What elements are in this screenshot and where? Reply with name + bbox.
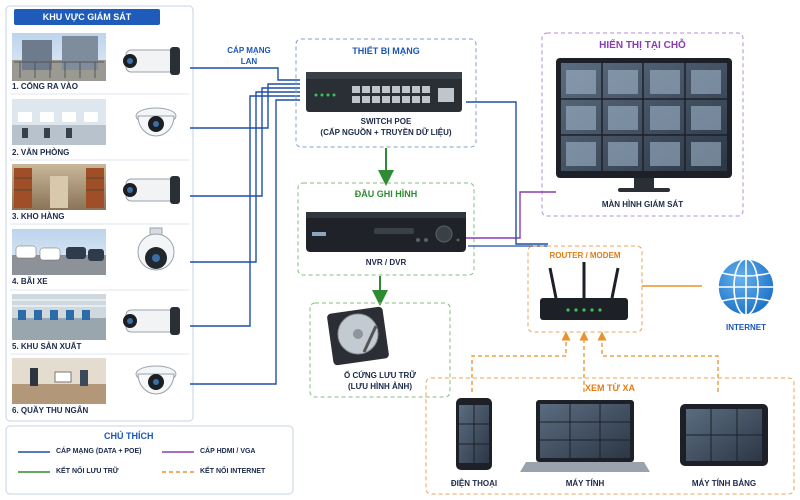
monitoring-zone-title: KHU VỰC GIÁM SÁT xyxy=(14,9,160,25)
hard-drive-icon xyxy=(327,306,389,366)
ptz-camera-icon xyxy=(137,227,175,271)
monitor-icon xyxy=(556,58,732,192)
legend-item-network: CÁP MẠNG (DATA + POE) xyxy=(56,448,142,455)
camera-row-6 xyxy=(12,358,177,404)
network-cables xyxy=(190,67,300,385)
cable-label: CÁP MẠNG LAN xyxy=(227,46,271,66)
legend-item-hdmi: CÁP HDMI / VGA xyxy=(200,448,256,455)
storage-box xyxy=(309,302,451,398)
tablet-icon xyxy=(680,404,768,466)
bullet-camera-icon xyxy=(123,176,180,204)
phone-label: ĐIỆN THOẠI xyxy=(450,479,498,488)
tablet-label: MÁY TÍNH BẢNG xyxy=(691,479,757,488)
poe-switch xyxy=(306,72,462,112)
camera-row-4 xyxy=(12,227,175,275)
legend-item-storage: KẾT NỐI LƯU TRỮ xyxy=(56,468,119,475)
legend-title: CHÚ THÍCH xyxy=(104,431,154,441)
smartphone-icon xyxy=(456,398,492,470)
nvr-label: NVR / DVR xyxy=(365,258,407,267)
dome-camera-icon xyxy=(135,365,177,395)
laptop-icon xyxy=(520,400,650,472)
camera-label-3: 3. KHO HÀNG xyxy=(12,212,65,221)
laptop-label: MÁY TÍNH xyxy=(565,479,605,488)
camera-label-6: 6. QUẦY THU NGÂN xyxy=(12,406,89,415)
network-device-box xyxy=(295,38,477,148)
dome-camera-icon xyxy=(135,107,177,137)
nvr-device xyxy=(306,212,466,252)
bullet-camera-icon xyxy=(123,47,180,75)
camera-row-5 xyxy=(12,294,180,340)
camera-row-2 xyxy=(12,99,177,145)
internet-label: INTERNET xyxy=(726,323,766,332)
bullet-camera-icon xyxy=(123,307,180,335)
remote-view-title: XEM TỪ XA xyxy=(585,383,635,393)
camera-label-1: 1. CỔNG RA VÀO xyxy=(12,82,78,91)
camera-label-4: 4. BÃI XE xyxy=(12,277,48,286)
remote-links xyxy=(471,331,719,392)
network-device-title: THIẾT BỊ MẠNG xyxy=(352,46,420,56)
camera-row-3 xyxy=(12,164,180,210)
camera-label-2: 2. VĂN PHÒNG xyxy=(12,148,70,157)
switch-label: SWITCH POE (CẤP NGUỒN + TRUYỀN DỮ LIỆU) xyxy=(320,117,452,137)
switch-router-cable xyxy=(466,101,548,245)
globe-icon xyxy=(717,258,775,316)
hdmi-cable xyxy=(466,191,556,239)
router-icon xyxy=(540,262,628,320)
monitor-label: MÀN HÌNH GIÁM SÁT xyxy=(601,200,684,209)
remote-view-box xyxy=(425,377,795,495)
storage-label: Ổ CỨNG LƯU TRỮ (LƯU HÌNH ẢNH) xyxy=(344,371,416,391)
recorder-box xyxy=(297,182,475,276)
camera-row-1 xyxy=(12,33,180,81)
legend-item-internet: KẾT NỐI INTERNET xyxy=(200,468,266,475)
local-display-title: HIỂN THỊ TẠI CHỖ xyxy=(599,40,686,51)
recorder-title: ĐẦU GHI HÌNH xyxy=(354,189,418,199)
legend-box xyxy=(5,425,294,495)
router-title: ROUTER / MODEM xyxy=(549,251,621,260)
camera-label-5: 5. KHU SẢN XUẤT xyxy=(12,342,82,351)
